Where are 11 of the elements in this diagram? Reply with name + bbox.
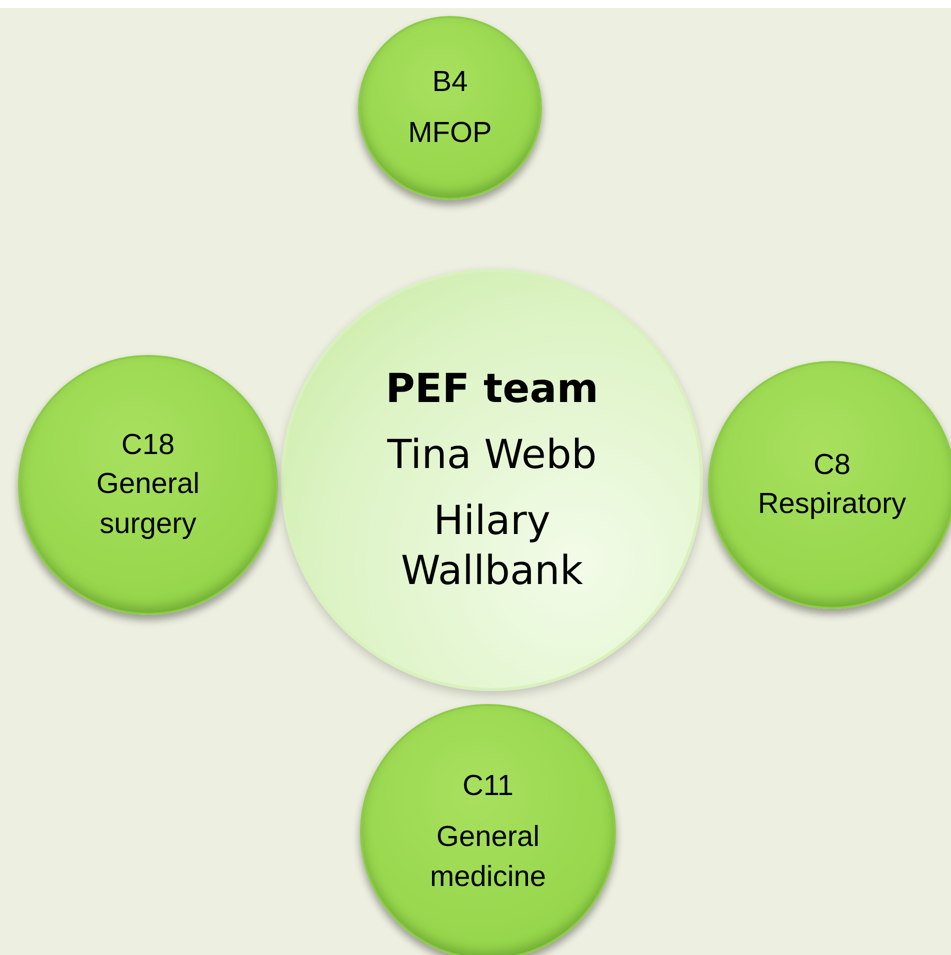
team-member: Tina Webb <box>387 431 597 480</box>
ward-code: C11 <box>462 769 514 804</box>
ward-name: General medicine <box>428 820 548 895</box>
ward-name: Respiratory <box>758 487 906 522</box>
ward-code: C18 <box>121 428 175 464</box>
ward-name: MFOP <box>408 116 492 151</box>
ward-code: B4 <box>432 64 468 100</box>
team-member: Hilary Wallbank <box>400 497 584 596</box>
team-title: PEF team <box>386 365 598 414</box>
ward-name: General surgery <box>95 467 201 542</box>
ward-code: C8 <box>813 448 851 483</box>
